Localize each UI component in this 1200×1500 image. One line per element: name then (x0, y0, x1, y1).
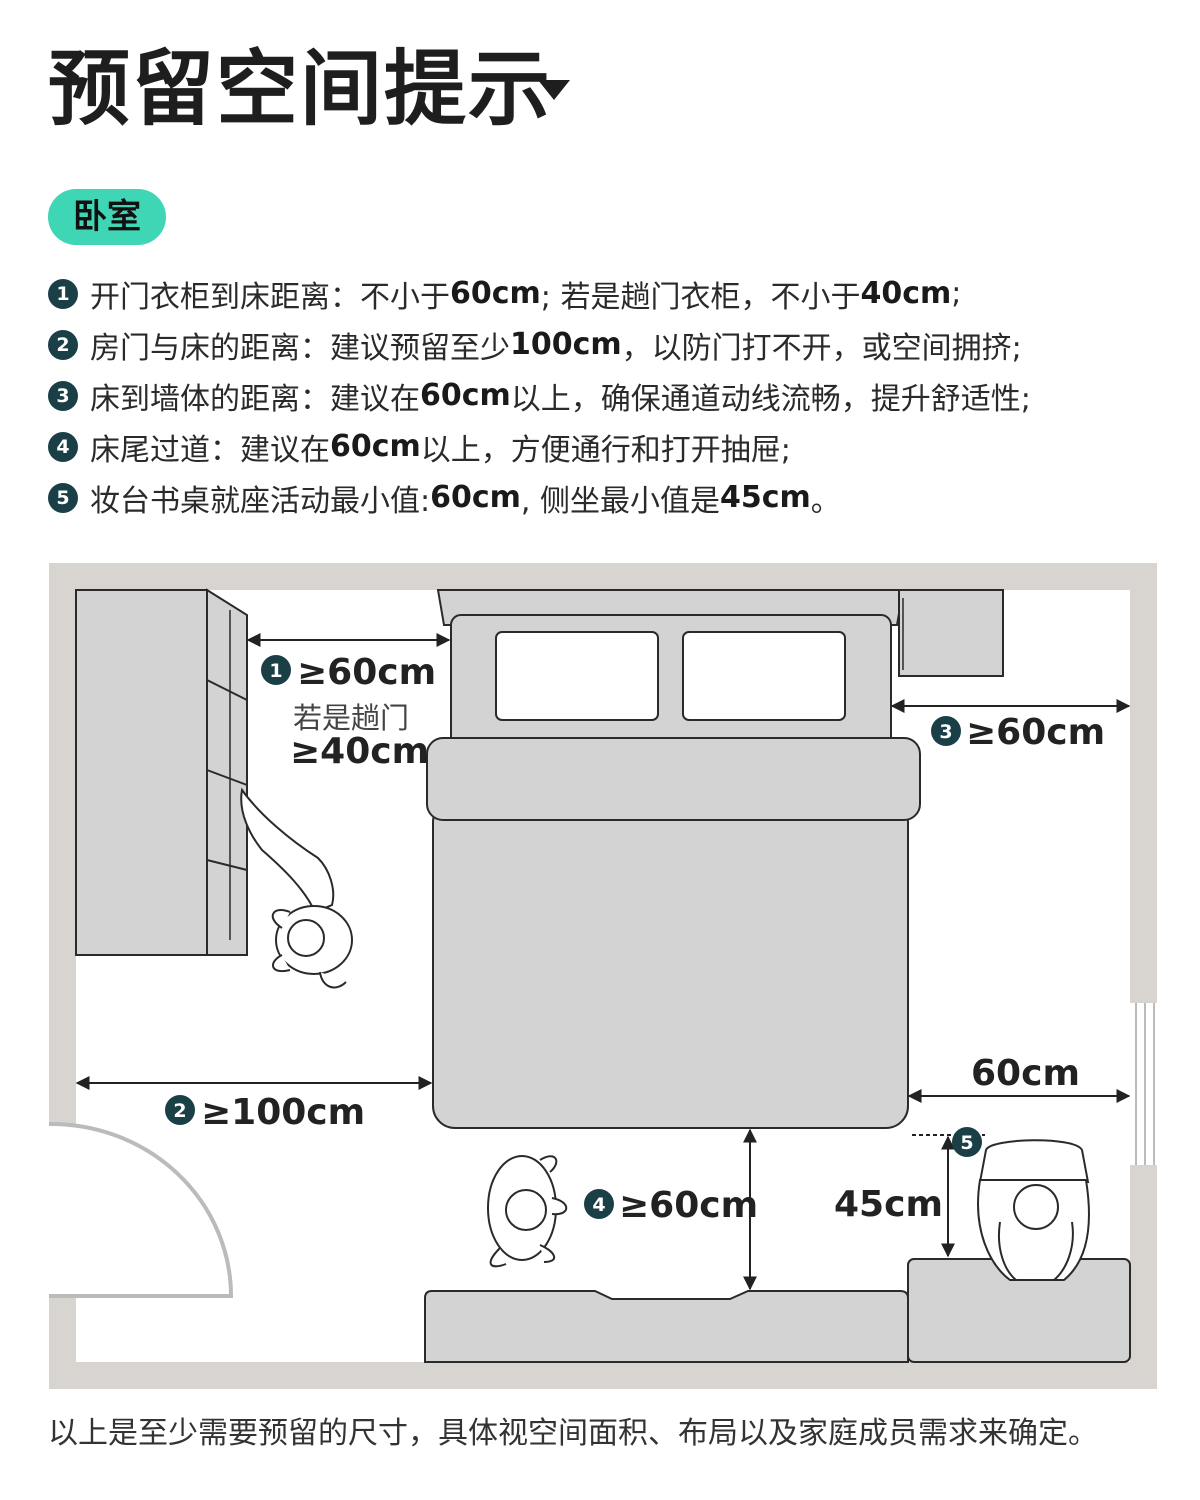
tip-value: 60cm (420, 378, 511, 413)
tip-value: 100cm (510, 327, 622, 362)
badge-5: 5 (952, 1127, 982, 1157)
svg-text:4: 4 (592, 1194, 605, 1216)
door-swing (48, 1121, 234, 1298)
tip-value: 60cm (330, 429, 421, 464)
duvet-fold (426, 737, 921, 821)
dimension-label: ≥60cm (619, 1185, 758, 1226)
person-figure (487, 1155, 568, 1268)
number-badge: 5 (48, 482, 78, 513)
footer-note: 以上是至少需要预留的尺寸，具体视空间面积、布局以及家庭成员需求来确定。 (48, 1416, 1098, 1451)
person-figure (977, 1139, 1091, 1281)
tip-text: ，以防门打不开，或空间拥挤; (621, 330, 1022, 366)
tip-text: ; 若是趟门衣柜，不小于 (540, 279, 861, 315)
dimension-label: ≥40cm (290, 731, 429, 772)
badge-3: 3 (931, 716, 961, 746)
tip-text: 床到墙体的距离：建议在 (90, 381, 420, 417)
tip-text: ; (951, 276, 962, 311)
tv-cabinet (424, 1290, 909, 1363)
tip-text: 开门衣柜到床距离：不小于 (90, 279, 450, 315)
room-tag: 卧室 (48, 189, 166, 245)
bed (426, 589, 921, 1129)
dimension-label: ≥60cm (297, 652, 436, 693)
tip-text: 床尾过道：建议在 (90, 432, 330, 468)
number-badge: 3 (48, 380, 78, 411)
page-title: 预留空间提示 (48, 42, 553, 137)
tip-text: , 侧坐最小值是 (520, 483, 720, 519)
svg-text:1: 1 (269, 660, 282, 682)
number-badge: 2 (48, 329, 78, 360)
tip-text: 房门与床的距离：建议预留至少 (90, 330, 510, 366)
badge-4: 4 (584, 1189, 614, 1219)
svg-text:3: 3 (939, 721, 952, 743)
tip-text: 以上，方便通行和打开抽屉; (420, 432, 791, 468)
nightstand (898, 589, 1004, 677)
number-badge: 4 (48, 431, 78, 462)
badge-1: 1 (261, 655, 291, 685)
number-badge: 1 (48, 278, 78, 309)
dimension-label: ≥100cm (201, 1092, 365, 1133)
person-figure (240, 787, 353, 989)
tip-value: 45cm (719, 480, 811, 515)
tip-value: 60cm (450, 276, 541, 311)
pillow (495, 631, 659, 721)
dimension-label: 45cm (834, 1184, 943, 1225)
dimension-label: ≥60cm (966, 712, 1105, 753)
wardrobe (75, 588, 248, 956)
badge-2: 2 (165, 1095, 195, 1125)
dimension-lines (75, 633, 1131, 1291)
tip-text: 。 (810, 483, 841, 519)
dimension-label: 60cm (971, 1053, 1080, 1094)
caret-down-icon[interactable] (538, 80, 570, 100)
svg-text:5: 5 (960, 1132, 973, 1154)
tip-text: 妆台书桌就座活动最小值: (90, 483, 431, 519)
svg-text:2: 2 (173, 1100, 186, 1122)
duvet (432, 799, 909, 1129)
tip-value: 40cm (860, 276, 952, 311)
dimension-note: 若是趟门 (293, 701, 409, 735)
pillow (682, 631, 846, 721)
tip-value: 60cm (430, 480, 521, 515)
tip-text: 以上，确保通道动线流畅，提升舒适性; (510, 381, 1031, 417)
